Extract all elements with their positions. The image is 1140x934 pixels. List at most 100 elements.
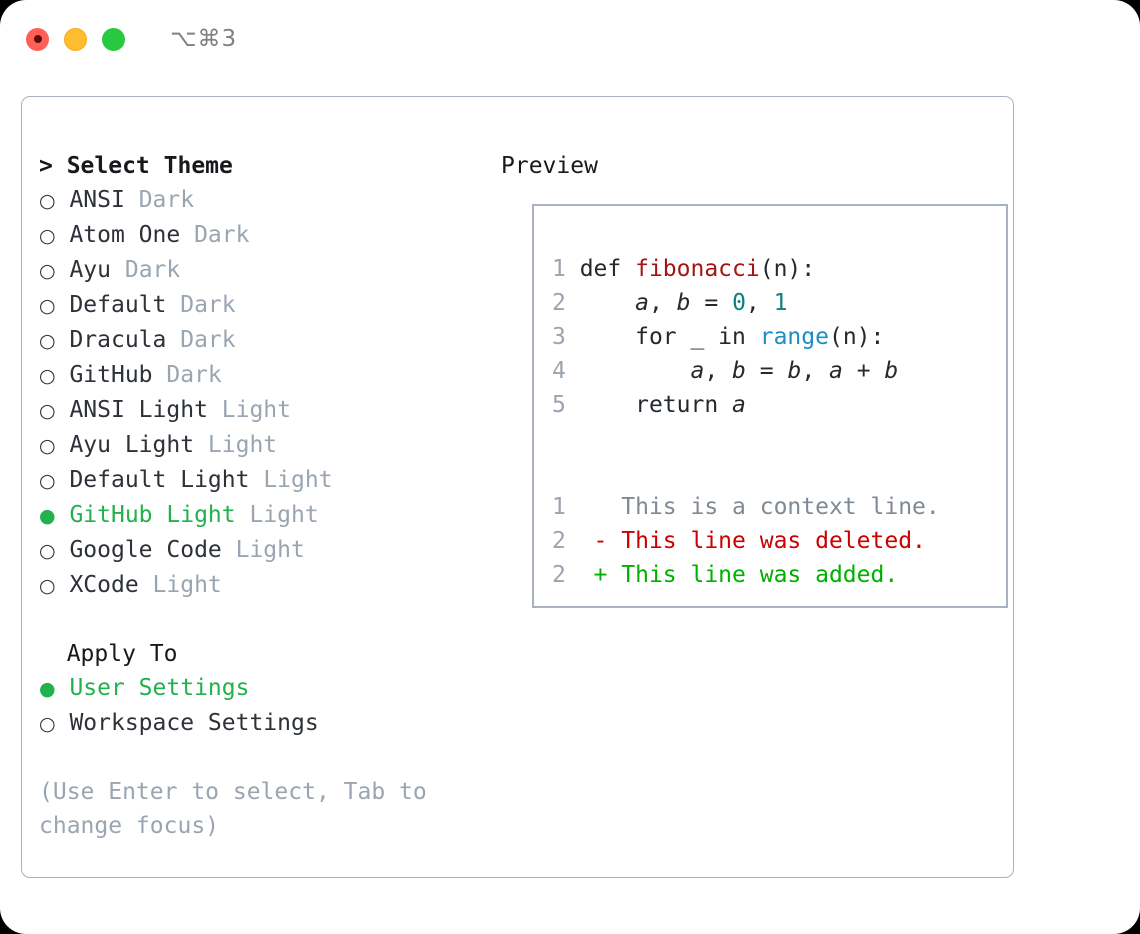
theme-list-item[interactable]: ○ Dracula Dark	[39, 323, 489, 358]
close-button[interactable]	[26, 27, 49, 51]
code-token: a	[829, 358, 843, 384]
theme-selection-column: > Select Theme ○ ANSI Dark○ Atom One Dar…	[39, 149, 489, 843]
theme-category-label: Dark	[194, 222, 250, 248]
theme-list-item[interactable]: ○ Ayu Light Light	[39, 428, 489, 463]
list-spacer	[39, 603, 489, 637]
theme-category-label: Dark	[180, 292, 236, 318]
code-token: - This line was deleted.	[579, 528, 926, 554]
radio-unselected-icon: ○	[39, 575, 56, 597]
code-token: def	[579, 256, 636, 282]
code-token: 0	[732, 290, 746, 316]
line-number: 4	[552, 358, 580, 384]
theme-list-item[interactable]: ○ Default Dark	[39, 288, 489, 323]
code-token	[580, 358, 691, 384]
line-number: 5	[552, 392, 580, 418]
theme-category-label: Dark	[124, 257, 181, 283]
code-token: 1	[773, 290, 788, 316]
code-line: 4 a, b = b, a + b	[552, 354, 940, 388]
hint-spacer	[39, 741, 489, 775]
code-token: ,	[648, 290, 677, 316]
code-token: (n):	[759, 256, 816, 282]
radio-unselected-icon: ○	[39, 330, 56, 352]
select-theme-header: > Select Theme	[39, 153, 233, 179]
theme-category-label: Light	[207, 432, 278, 458]
theme-list-item[interactable]: ○ Atom One Dark	[39, 218, 489, 253]
code-line: 5 return a	[552, 388, 940, 422]
theme-name-label: Atom One	[55, 222, 195, 248]
radio-unselected-icon: ○	[39, 713, 56, 735]
theme-list: ○ ANSI Dark○ Atom One Dark○ Ayu Dark○ De…	[39, 183, 489, 603]
radio-unselected-icon: ○	[39, 435, 56, 457]
theme-name-label: Google Code	[55, 537, 236, 563]
radio-unselected-icon: ○	[39, 190, 56, 212]
theme-name-label: ANSI Light	[55, 397, 222, 423]
theme-list-item[interactable]: ○ Ayu Dark	[39, 253, 489, 288]
theme-category-label: Light	[249, 502, 319, 528]
theme-list-item[interactable]: ○ GitHub Dark	[39, 358, 489, 393]
code-token: ,	[745, 290, 774, 316]
title-bar: ⌥⌘3	[0, 0, 1140, 78]
theme-list-item[interactable]: ● GitHub Light Light	[39, 498, 489, 533]
code-line	[552, 422, 940, 456]
theme-category-label: Light	[235, 537, 305, 563]
theme-name-label: Default	[55, 292, 181, 318]
radio-selected-icon: ●	[39, 505, 56, 527]
recording-dot-icon	[33, 35, 42, 43]
code-token: return	[579, 392, 733, 418]
code-token: +	[842, 358, 885, 384]
code-line: 2 + This line was added.	[552, 558, 940, 592]
maximize-button[interactable]	[102, 27, 125, 51]
code-token: range	[759, 324, 829, 350]
theme-category-label: Light	[263, 467, 333, 493]
code-line: 1 This is a context line.	[552, 490, 940, 524]
traffic-lights	[26, 27, 125, 51]
code-token: a	[732, 392, 746, 418]
theme-name-label: Ayu Light	[55, 432, 208, 458]
main-panel: > Select Theme ○ ANSI Dark○ Atom One Dar…	[21, 96, 1014, 878]
code-line: 3 for _ in range(n):	[552, 320, 940, 354]
theme-category-label: Light	[221, 397, 292, 423]
apply-to-item[interactable]: ○ Workspace Settings	[39, 706, 489, 741]
apply-to-item[interactable]: ● User Settings	[39, 671, 489, 706]
code-line: 2 a, b = 0, 1	[552, 286, 940, 320]
minimize-button[interactable]	[64, 27, 87, 51]
code-token: b	[787, 358, 802, 384]
radio-selected-icon: ●	[39, 678, 56, 700]
code-token: b	[732, 358, 746, 384]
radio-unselected-icon: ○	[39, 470, 56, 492]
theme-name-label: ANSI	[55, 187, 139, 213]
code-token: (n):	[828, 324, 885, 350]
code-token: fibonacci	[635, 256, 760, 282]
theme-name-label: GitHub	[55, 362, 167, 388]
theme-list-item[interactable]: ○ XCode Light	[39, 568, 489, 603]
apply-to-label: Workspace Settings	[55, 710, 319, 736]
line-number: 2	[552, 290, 580, 316]
code-token: ,	[801, 358, 830, 384]
theme-category-label: Dark	[180, 327, 236, 353]
theme-list-item[interactable]: ○ Default Light Light	[39, 463, 489, 498]
keyboard-hint-text: (Use Enter to select, Tab to change focu…	[39, 779, 441, 839]
radio-unselected-icon: ○	[39, 400, 56, 422]
code-line: 2 - This line was deleted.	[552, 524, 940, 558]
theme-list-item[interactable]: ○ ANSI Light Light	[39, 393, 489, 428]
code-line	[552, 456, 940, 490]
code-token: =	[690, 290, 733, 316]
apply-to-label: User Settings	[55, 675, 250, 701]
theme-category-label: Dark	[138, 187, 195, 213]
radio-unselected-icon: ○	[39, 225, 56, 247]
apply-to-header: Apply To	[39, 641, 178, 667]
theme-name-label: Dracula	[55, 327, 181, 353]
radio-unselected-icon: ○	[39, 540, 56, 562]
line-number: 2	[552, 528, 580, 554]
code-token: This is a context line.	[579, 494, 940, 520]
keyboard-shortcut-label: ⌥⌘3	[170, 26, 238, 52]
theme-list-item[interactable]: ○ Google Code Light	[39, 533, 489, 568]
theme-category-label: Light	[152, 572, 222, 598]
apply-to-list: ● User Settings○ Workspace Settings	[39, 671, 489, 741]
line-number	[552, 460, 580, 486]
theme-list-item[interactable]: ○ ANSI Dark	[39, 183, 489, 218]
code-token: for _ in	[579, 324, 760, 350]
theme-name-label: Ayu	[55, 257, 125, 283]
